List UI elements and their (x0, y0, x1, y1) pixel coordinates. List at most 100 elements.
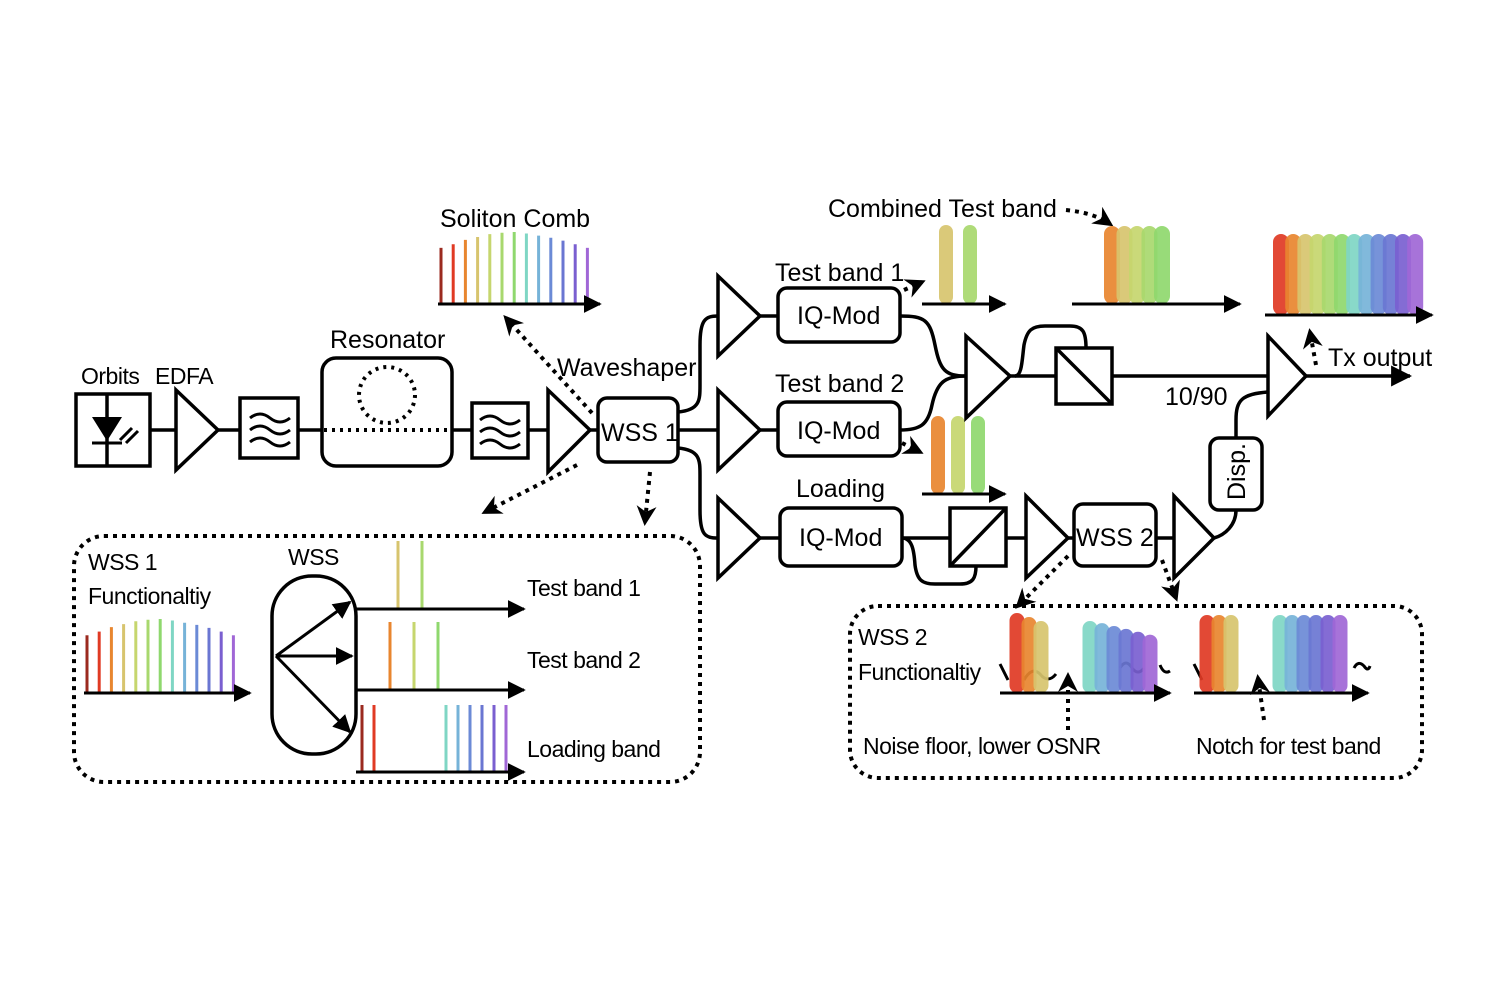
arrow-to-wss1-panel (636, 471, 657, 526)
iq-mod-label: IQ-Mod (797, 302, 880, 330)
iq-mod-label: IQ-Mod (799, 524, 882, 552)
wss2-panel-title: WSS 2 (858, 624, 927, 650)
wss2-left-channel (1106, 626, 1122, 693)
wss2-left-channel (1130, 631, 1146, 693)
test-band-1-label: Test band 1 (775, 259, 904, 287)
arrow-to-soliton-comb (503, 315, 594, 415)
tx-channel (1297, 234, 1314, 315)
test-band-2-channel (951, 416, 965, 494)
wss2-left-channel (1009, 613, 1025, 693)
iq-mod-loading: IQ-Mod Loading (778, 475, 904, 568)
optical-filter-2 (470, 401, 530, 460)
wss2-panel-subtitle: Functionaltiy (858, 659, 982, 685)
tx-channel (1334, 234, 1350, 315)
iq-mod-label: IQ-Mod (797, 417, 880, 445)
test-band-1-spectrum (903, 225, 1007, 313)
iq-mod-test-band-2: IQ-Mod Test band 2 (775, 370, 904, 458)
wss1-label: WSS 1 (601, 419, 679, 447)
tx-output-spectrum (1265, 234, 1434, 366)
wss1-output-loading-band: Loading band (527, 736, 660, 762)
wss-label: WSS (288, 544, 339, 570)
combined-channel (1141, 226, 1158, 304)
tx-channel (1382, 234, 1399, 315)
amplifier-output (1266, 331, 1309, 421)
wss-switch (270, 574, 358, 756)
wss2-left-channel (1021, 617, 1037, 693)
edfa-amplifier: EDFA (155, 363, 221, 475)
tx-channel (1370, 234, 1387, 315)
wss2-left-channel (1142, 634, 1158, 693)
amplifier-test-band-2 (716, 385, 763, 475)
tx-channel (1346, 234, 1363, 315)
wss2-label: WSS 2 (1076, 524, 1154, 552)
tx-output-label: Tx output (1328, 344, 1432, 372)
orbits-label: Orbits (81, 363, 139, 389)
edfa-label: EDFA (155, 363, 214, 389)
orbits-laser: Orbits (74, 363, 152, 468)
tx-channel (1309, 234, 1326, 315)
wss1-block: WSS 1 Waveshaper (557, 354, 696, 464)
wss2-right-channel (1211, 615, 1227, 693)
main-wires (150, 314, 1413, 586)
amplifier-pre-wss2 (1024, 491, 1071, 583)
tx-channel (1273, 234, 1289, 315)
dispersion-block: Disp. (1208, 436, 1264, 512)
arrow-to-wss2-panel-left (1015, 554, 1070, 609)
test-band-2-spectrum (901, 416, 1007, 503)
wss2-left-channel (1082, 621, 1098, 693)
wss2-right-channel (1284, 615, 1300, 693)
combined-channel (1129, 226, 1145, 304)
resonator-label: Resonator (330, 326, 445, 354)
amplifier-combiner (964, 332, 1013, 423)
disp-label: Disp. (1223, 443, 1251, 500)
coupler-test (1054, 346, 1114, 406)
wss1-functionality-panel: WSS 1 Functionaltiy WSS Test band 1 Test… (72, 534, 702, 784)
combined-channel (1104, 226, 1120, 304)
tx-channel (1321, 234, 1338, 315)
wss2-right-channel (1320, 615, 1336, 693)
soliton-comb-label: Soliton Comb (440, 205, 590, 233)
wss2-left-channel (1033, 621, 1049, 693)
resonator: Resonator (320, 326, 454, 468)
wss2-left-channel (1118, 628, 1134, 693)
arrow-to-wss1-panel-left (481, 463, 578, 514)
loading-label: Loading (796, 475, 885, 503)
combined-test-band-label: Combined Test band (828, 195, 1057, 223)
optical-filter-1 (238, 396, 300, 460)
amplifier-loading (716, 493, 763, 583)
wss2-right-channel (1199, 615, 1215, 693)
amplifier-test-band-1 (716, 271, 763, 361)
wss2-right-channel (1308, 615, 1324, 693)
wss1-output-test-band-1: Test band 1 (527, 575, 640, 601)
test-band-2-channel (931, 416, 945, 494)
wss2-right-channel (1272, 615, 1288, 693)
wss2-left-channel (1094, 623, 1110, 693)
wss2-right-channel (1332, 615, 1348, 693)
wss1-panel-title: WSS 1 (88, 549, 157, 575)
wss1-panel-subtitle: Functionaltiy (88, 583, 212, 609)
annotation-notch: Notch for test band (1196, 733, 1381, 759)
wss2-right-channel (1223, 615, 1239, 693)
annotation-noise-floor: Noise floor, lower OSNR (863, 733, 1101, 759)
wss2-right-channel (1296, 615, 1312, 693)
wss1-output-test-band-2: Test band 2 (527, 647, 640, 673)
test-band-1-channel (939, 225, 953, 304)
test-band-1-channel (963, 225, 977, 304)
tx-channel (1285, 234, 1302, 315)
test-band-2-channel (971, 416, 985, 494)
test-band-2-label: Test band 2 (775, 370, 904, 398)
wss2-functionality-panel: WSS 2 Functionaltiy Noise floor, lower O… (848, 604, 1424, 780)
tx-channel (1407, 234, 1424, 315)
tx-channel (1395, 234, 1411, 315)
soliton-comb-spectrum: Soliton Comb (438, 205, 602, 313)
iq-mod-test-band-1: IQ-Mod Test band 1 (775, 259, 904, 344)
split-ratio-label: 10/90 (1165, 383, 1228, 411)
arrow-to-wss2-panel-right (1160, 559, 1180, 602)
wss2-block: WSS 2 (1072, 502, 1158, 568)
combined-channel (1116, 226, 1133, 304)
waveshaper-label: Waveshaper (557, 354, 696, 382)
coupler-loading (948, 506, 1008, 568)
tx-channel (1358, 234, 1375, 315)
amplifier-post-wss2 (1172, 491, 1217, 583)
